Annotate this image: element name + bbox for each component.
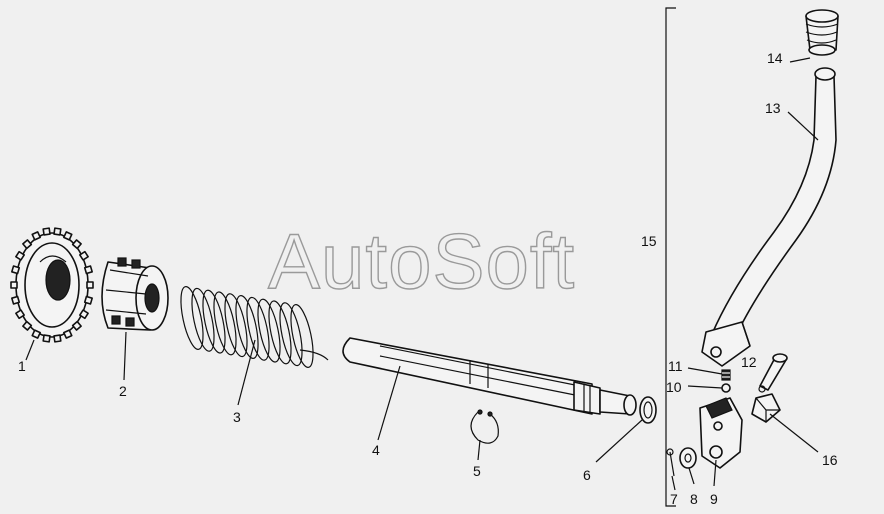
leader-8 <box>688 467 695 485</box>
callout-2: 2 <box>119 383 127 399</box>
callout-9: 9 <box>710 491 718 507</box>
callout-14: 14 <box>767 50 783 66</box>
callout-16: 16 <box>822 452 838 468</box>
callout-6: 6 <box>583 467 591 483</box>
callout-4: 4 <box>372 442 380 458</box>
part-14-knob <box>805 9 839 56</box>
leader-13 <box>787 111 819 141</box>
callout-12: 12 <box>741 354 757 370</box>
watermark: AutoSoft <box>268 217 575 305</box>
leader-4 <box>377 365 401 441</box>
part-8-washer <box>679 447 697 469</box>
part-10-ball <box>721 383 731 393</box>
part-16-bolt-head <box>751 393 781 423</box>
part-6-ring <box>639 396 657 424</box>
part-3-spring <box>180 286 329 368</box>
callout-13: 13 <box>765 100 781 116</box>
leader-5 <box>477 439 481 461</box>
callout-15: 15 <box>641 233 657 249</box>
callout-11: 11 <box>668 358 683 374</box>
callout-10: 10 <box>666 379 682 395</box>
leader-11 <box>687 367 723 375</box>
leader-10 <box>687 385 723 389</box>
callout-1: 1 <box>18 358 26 374</box>
part-4-shaft <box>342 337 637 416</box>
callout-3: 3 <box>233 409 241 425</box>
leader-2 <box>123 331 127 381</box>
part-5-circlip <box>470 409 499 444</box>
part-13-lever <box>701 67 837 367</box>
leader-14 <box>789 57 811 63</box>
part-7-pin <box>666 448 675 477</box>
leader-9 <box>713 459 717 487</box>
callout-5: 5 <box>473 463 481 479</box>
leader-3 <box>237 339 256 406</box>
leader-6 <box>595 419 643 463</box>
leader-1 <box>25 339 35 361</box>
leader-16 <box>769 413 819 453</box>
leader-7 <box>671 475 676 491</box>
part-9-clamp <box>699 397 743 469</box>
part-1-gear <box>10 227 94 343</box>
assembly-bracket <box>665 7 676 507</box>
callout-8: 8 <box>690 491 698 507</box>
callout-7: 7 <box>670 491 678 507</box>
part-2-sleeve <box>101 257 169 331</box>
part-11-small-spring <box>721 369 731 381</box>
part-12-bolt <box>758 353 788 393</box>
